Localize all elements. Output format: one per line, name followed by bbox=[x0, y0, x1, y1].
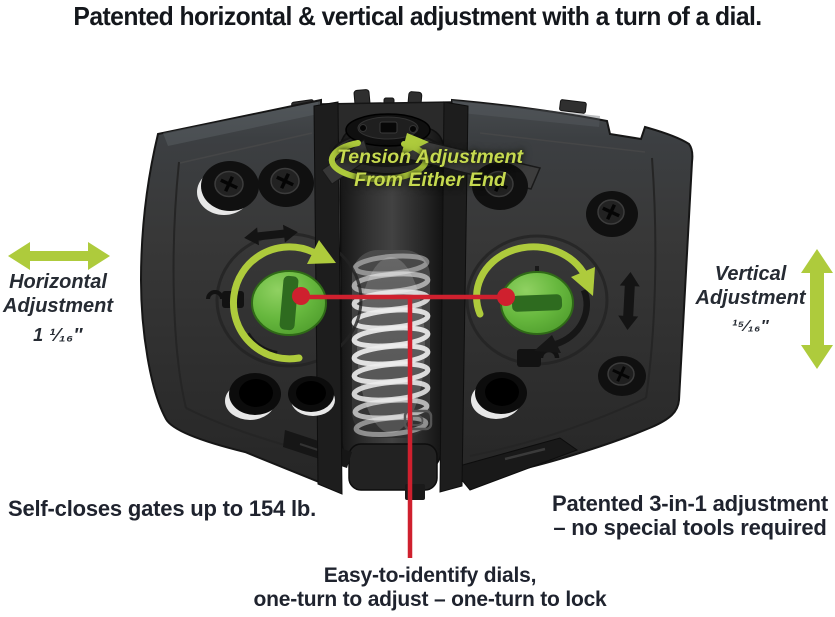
left-bracket-arm bbox=[321, 139, 371, 185]
caption-dials-line2: one-turn to adjust – one-turn to lock bbox=[253, 588, 607, 611]
right-dial-black-arrow bbox=[534, 288, 591, 353]
vertical-adjustment-size: ¹⁵⁄₁₆″ bbox=[731, 318, 770, 335]
caption-three-in-one-line1: Patented 3-in-1 adjustment bbox=[552, 491, 828, 516]
dd-hinge-logo-icon bbox=[403, 409, 433, 431]
callout-dot-right bbox=[497, 288, 515, 306]
caption-dials-line1: Easy-to-identify dials, bbox=[323, 564, 537, 587]
caption-dials: Easy-to-identify dials, one-turn to adju… bbox=[230, 564, 630, 612]
vertical-label-line2: Adjustment bbox=[695, 287, 806, 309]
caption-three-in-one: Patented 3-in-1 adjustment – no special … bbox=[545, 492, 835, 540]
vertical-label-line1: Vertical bbox=[714, 263, 787, 285]
horizontal-adjustment-size: 1 ¹⁄₁₆″ bbox=[33, 325, 83, 345]
vertical-adjustment-label: Vertical Adjustment ¹⁵⁄₁₆″ bbox=[693, 262, 808, 339]
embossed-horizontal-arrow-icon bbox=[244, 224, 298, 246]
callout-dot-left bbox=[292, 287, 310, 305]
right-dial-rotation-arrow-icon bbox=[473, 243, 595, 318]
horizontal-adjustment-label: Horizontal Adjustment 1 ¹⁄₁₆″ bbox=[2, 270, 114, 347]
caption-three-in-one-line2: – no special tools required bbox=[553, 515, 827, 540]
page-title: Patented horizontal & vertical adjustmen… bbox=[73, 1, 762, 31]
horizontal-label-line2: Adjustment bbox=[3, 295, 113, 317]
tension-adjustment-label: Tension Adjustment From Either End bbox=[280, 146, 580, 192]
tension-label-line2: From Either End bbox=[354, 169, 506, 191]
tension-label-line1: Tension Adjustment bbox=[337, 146, 523, 168]
horizontal-range-arrow-icon bbox=[8, 242, 110, 270]
callout-lines bbox=[292, 287, 515, 558]
left-adjustment-dial bbox=[251, 270, 327, 336]
tension-rotation-arrow-icon bbox=[328, 133, 429, 183]
right-adjustment-dial bbox=[500, 266, 574, 335]
right-wing-screws bbox=[471, 162, 646, 419]
horizontal-label-line1: Horizontal bbox=[9, 271, 107, 293]
caption-self-close: Self-closes gates up to 154 lb. bbox=[8, 496, 317, 521]
left-wing-screws bbox=[197, 159, 335, 420]
embossed-vertical-arrow-icon bbox=[618, 272, 640, 330]
vertical-range-arrow-icon bbox=[801, 249, 833, 369]
left-dial-rotation-arrow-icon bbox=[229, 240, 336, 363]
